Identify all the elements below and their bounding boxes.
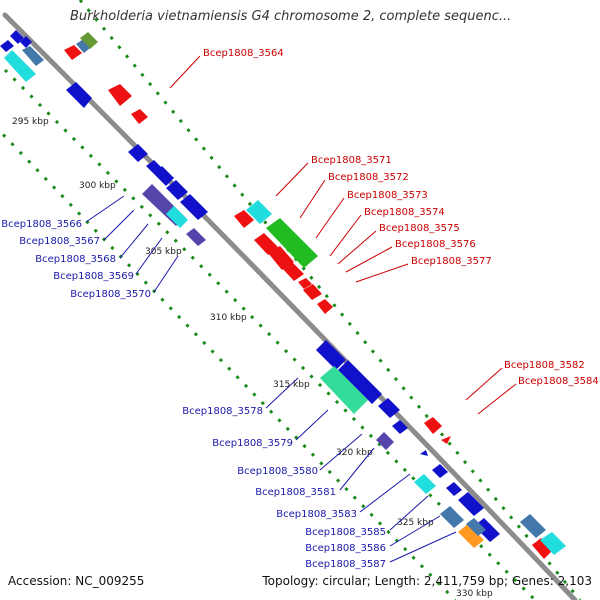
gene-label[interactable]: Bcep1808_3575 — [379, 223, 460, 234]
gene-label[interactable]: Bcep1808_3582 — [504, 360, 585, 371]
gene-label[interactable]: Bcep1808_3587 — [305, 559, 386, 570]
gene-arrow — [446, 482, 462, 496]
gene-label[interactable]: Bcep1808_3568 — [35, 254, 116, 265]
dotted-guide-rings — [0, 0, 582, 600]
gene-arrow — [474, 518, 500, 542]
gene-label[interactable]: Bcep1808_3573 — [347, 190, 428, 201]
gene-label[interactable]: Bcep1808_3574 — [364, 207, 445, 218]
gene-arrow — [392, 420, 408, 434]
gene-arrow — [166, 180, 188, 200]
scale-label: 325 kbp — [397, 518, 434, 528]
reverse-label-leaders — [85, 195, 457, 563]
gene-arrow — [128, 144, 148, 162]
gene-block — [520, 514, 546, 538]
gene-block — [80, 32, 98, 49]
gene-arrow — [303, 284, 322, 300]
gene-label[interactable]: Bcep1808_3586 — [305, 543, 386, 554]
gene-label[interactable]: Bcep1808_3577 — [411, 256, 492, 267]
gene-arrow — [420, 450, 428, 456]
genome-summary-text: Topology: circular; Length: 2,411,759 bp… — [262, 574, 592, 588]
scale-label: 310 kbp — [210, 313, 247, 323]
gene-label[interactable]: Bcep1808_3566 — [1, 219, 82, 230]
gene-arrow — [10, 30, 24, 44]
scale-label: 330 kbp — [456, 589, 493, 599]
gene-label[interactable]: Bcep1808_3571 — [311, 155, 392, 166]
gene-block — [440, 506, 464, 528]
gene-block — [4, 50, 36, 82]
gene-arrow — [234, 210, 254, 228]
gene-label[interactable]: Bcep1808_3572 — [328, 172, 409, 183]
gene-block — [320, 366, 368, 414]
gene-label[interactable]: Bcep1808_3567 — [19, 236, 100, 247]
gene-arrow — [20, 36, 32, 48]
map-title: Burkholderia vietnamiensis G4 chromosome… — [70, 9, 512, 24]
forward-label-leaders — [169, 55, 517, 415]
forward-strand-genes — [64, 32, 566, 559]
gene-block — [76, 40, 90, 53]
gene-block — [540, 532, 566, 555]
gene-arrow — [424, 417, 442, 434]
gene-block — [466, 518, 486, 536]
gene-arrow — [254, 233, 278, 255]
gene-block — [458, 524, 484, 548]
gene-arrow — [378, 398, 400, 418]
gene-arrow — [154, 166, 174, 186]
gene-arrow — [0, 40, 14, 52]
gene-block — [376, 432, 394, 450]
gene-block — [246, 200, 272, 224]
gene-arrow — [458, 492, 484, 516]
gene-block — [414, 474, 436, 494]
gene-label[interactable]: Bcep1808_3576 — [395, 239, 476, 250]
reverse-gene-labels: Bcep1808_3566 Bcep1808_3567 Bcep1808_356… — [1, 219, 386, 570]
accession-text: Accession: NC_009255 — [8, 574, 145, 588]
gene-arrow — [268, 246, 294, 270]
guide-ring-inner — [3, 68, 537, 600]
gene-label[interactable]: Bcep1808_3564 — [203, 48, 284, 59]
scale-label: 305 kbp — [145, 247, 182, 257]
gene-label[interactable]: Bcep1808_3570 — [70, 289, 151, 300]
gene-block — [266, 218, 318, 268]
gene-arrow — [131, 109, 148, 124]
scale-label: 320 kbp — [336, 448, 373, 458]
gene-arrow — [317, 299, 333, 314]
gene-arrow — [432, 464, 448, 478]
gene-arrow — [441, 436, 451, 444]
gene-arrow — [282, 262, 304, 281]
gene-arrow — [338, 360, 382, 404]
gene-arrow — [532, 538, 553, 559]
gene-arrow — [64, 45, 82, 60]
gene-label[interactable]: Bcep1808_3569 — [53, 271, 134, 282]
gene-label[interactable]: Bcep1808_3585 — [305, 527, 386, 538]
gene-label[interactable]: Bcep1808_3583 — [276, 509, 357, 520]
gene-arrow — [180, 194, 208, 220]
gene-label[interactable]: Bcep1808_3578 — [182, 406, 263, 417]
gene-block — [22, 46, 44, 66]
gene-arrow — [66, 82, 92, 108]
scale-labels: 295 kbp 300 kbp 305 kbp 310 kbp 315 kbp … — [12, 117, 493, 599]
gene-label[interactable]: Bcep1808_3579 — [212, 438, 293, 449]
gene-label[interactable]: Bcep1808_3580 — [237, 466, 318, 477]
forward-gene-labels: Bcep1808_3564 Bcep1808_3571 Bcep1808_357… — [203, 48, 599, 387]
gene-arrow — [108, 84, 132, 106]
reverse-strand-genes — [0, 30, 500, 548]
gene-block — [186, 228, 206, 246]
scale-label: 295 kbp — [12, 117, 49, 127]
scale-label: 315 kbp — [273, 380, 310, 390]
gene-block — [166, 206, 188, 228]
gene-arrow — [298, 278, 312, 289]
gene-label[interactable]: Bcep1808_3581 — [255, 487, 336, 498]
gene-arrow — [316, 340, 346, 370]
scale-label: 300 kbp — [79, 181, 116, 191]
gene-label[interactable]: Bcep1808_3584 — [518, 376, 599, 387]
